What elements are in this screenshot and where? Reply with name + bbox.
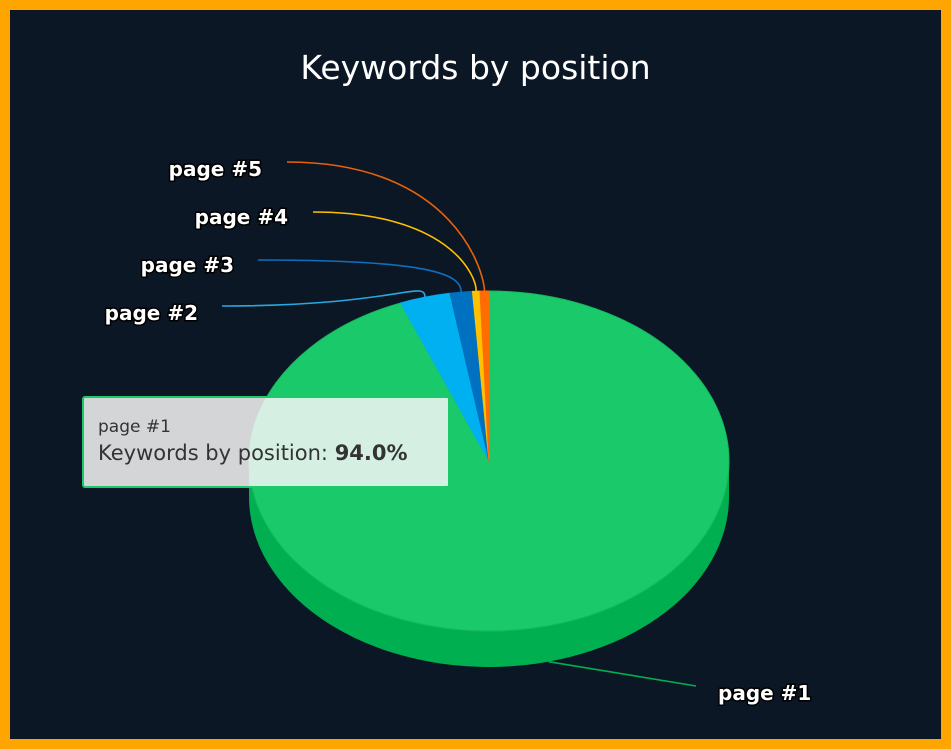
tooltip-line: Keywords by position: 94.0% [98,438,448,468]
pie-3d-sides [249,461,729,667]
connector-line [312,211,477,292]
connector-line [286,161,486,292]
slice-label: page #5 [169,157,262,181]
slice-label: page #4 [195,205,288,229]
tooltip-value: 94.0% [334,441,408,465]
slice-page-5[interactable] [479,290,490,462]
connector-line [221,290,426,307]
connector-line [548,660,697,687]
slice-label: page #2 [105,301,198,325]
tooltip-title: page #1 [98,417,171,437]
connector-line [257,259,462,293]
slice-labels: page #1 page #2 page #3 page #4 page #5 [103,156,813,707]
pie-slices [248,290,730,632]
slice-label: page #1 [718,681,811,705]
chart-title: Keywords by position [300,48,651,87]
slice-label: page #3 [141,253,234,277]
slice-side [249,461,729,667]
tooltip-series-label: Keywords by position: [98,441,328,465]
tooltip: page #1 Keywords by position: 94.0% [82,396,450,488]
label-connectors [221,161,697,687]
